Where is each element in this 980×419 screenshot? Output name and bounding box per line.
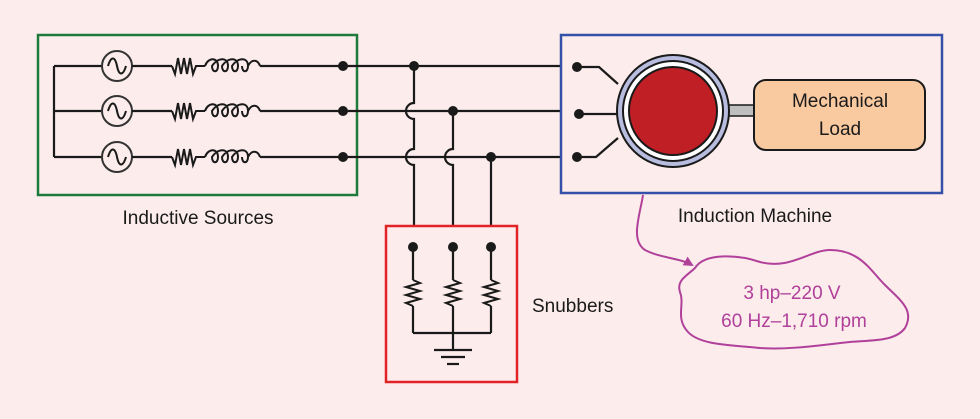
- inductor-icon: [204, 103, 261, 118]
- motor-shaft: [727, 104, 757, 117]
- snubbers-block: Snubbers: [384, 224, 613, 384]
- inductive-sources-block: Inductive Sources: [36, 33, 359, 229]
- neutral-bus: [52, 64, 102, 159]
- rating-annotation: 3 hp–220 V 60 Hz–1,710 rpm: [636, 194, 910, 350]
- snubber-branch: [442, 242, 464, 333]
- mechanical-load-label-line1: Mechanical: [792, 91, 888, 112]
- inductor-icon: [204, 58, 261, 73]
- interconnect-wires: [343, 61, 561, 226]
- sine-wave-icon: [107, 102, 127, 120]
- machine-terminal-a: [572, 62, 582, 72]
- annotation-arrow: [636, 194, 694, 267]
- machine-label: Induction Machine: [678, 206, 832, 227]
- annotation-line1: 3 hp–220 V: [743, 283, 841, 304]
- ground-icon: [434, 348, 472, 366]
- junction-b: [448, 106, 458, 116]
- annotation-cloud: [678, 248, 910, 350]
- resistor-icon: [402, 279, 424, 307]
- machine-terminal-b: [574, 109, 584, 119]
- junction-a: [409, 61, 419, 71]
- sources-label: Inductive Sources: [122, 208, 273, 229]
- source-phase-row: [101, 50, 348, 82]
- snubber-common-bus: [413, 331, 491, 350]
- source-phase-row: [101, 95, 348, 127]
- resistor-icon: [171, 57, 205, 78]
- resistor-icon: [171, 102, 205, 123]
- snubber-drop-b: [443, 111, 455, 226]
- resistor-icon: [442, 279, 464, 307]
- machine-box: [559, 33, 944, 195]
- source-phase-row: [101, 141, 348, 173]
- induction-machine-block: Mechanical Load Induction Machine: [559, 33, 944, 227]
- sine-wave-icon: [107, 148, 127, 166]
- junction-c: [486, 152, 496, 162]
- mechanical-load-box: [753, 79, 926, 151]
- resistor-icon: [171, 148, 205, 169]
- snubber-branch: [402, 242, 424, 333]
- inductor-icon: [204, 149, 261, 164]
- snubbers-label: Snubbers: [532, 296, 613, 317]
- snubbers-box: [384, 224, 519, 384]
- mechanical-load-label-line2: Load: [819, 119, 861, 140]
- sources-box: [36, 33, 359, 197]
- snubber-branch: [480, 242, 502, 333]
- annotation-line2: 60 Hz–1,710 rpm: [721, 311, 867, 332]
- motor-icon: [616, 54, 730, 168]
- machine-terminal-c: [572, 152, 582, 162]
- snubber-drop-a: [404, 66, 416, 226]
- resistor-icon: [480, 279, 502, 307]
- sine-wave-icon: [107, 57, 127, 75]
